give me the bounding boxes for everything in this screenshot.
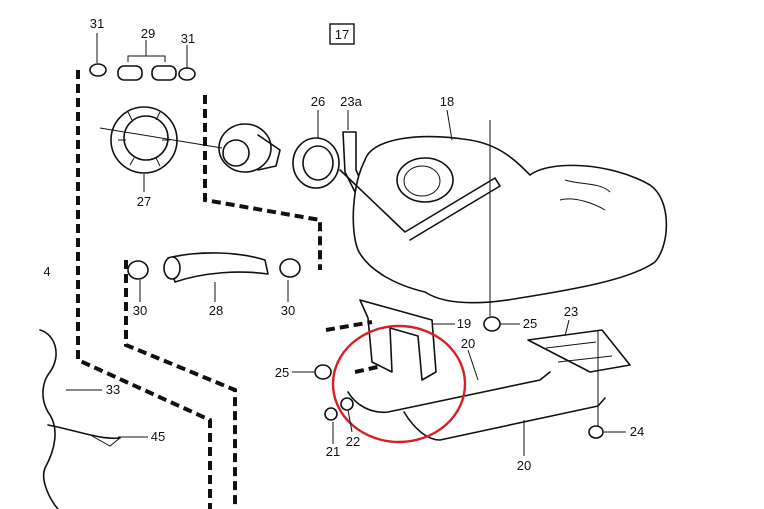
leader-lines [66,33,626,456]
part-label-28: 28 [209,303,223,318]
left-partial-components [39,329,121,509]
part-label-45: 45 [151,429,165,444]
bracket-23 [527,329,631,373]
part-label-19: 19 [457,316,471,331]
part-labels: 31 29 31 26 23a 18 27 4 30 28 30 19 25 2… [43,16,644,473]
seal-ring-26 [292,137,340,189]
part-label-23: 23 [564,304,578,319]
part-label-29: 29 [141,26,155,41]
part-label-27: 27 [137,194,151,209]
fasteners [314,120,604,439]
part-label-26: 26 [311,94,325,109]
part-label-25: 25 [275,365,289,380]
part-label-18: 18 [440,94,454,109]
part-label-30: 30 [281,303,295,318]
dashed-routing-lines [76,70,383,509]
part-label-4: 4 [43,264,50,279]
part-label-31: 31 [181,31,195,46]
group-number-box: 17 [329,23,355,45]
part-label-22: 22 [346,434,360,449]
part-label-31: 31 [90,16,104,31]
group-number: 17 [335,27,349,42]
part-label-24: 24 [630,424,644,439]
lock-ring-27 [110,106,178,174]
highlight-circle [331,324,467,444]
part-label-20: 20 [517,458,531,473]
part-label-30: 30 [133,303,147,318]
strap-bracket-19 [359,299,437,381]
fuel-tank-18 [339,135,668,304]
part-label-20: 20 [461,336,475,351]
tank-strap-20 [347,371,606,441]
fuel-pump-unit [99,123,281,173]
part-label-33: 33 [106,382,120,397]
part-label-21: 21 [326,444,340,459]
hose-28-assembly [127,252,301,283]
hose-29-assembly [89,55,196,81]
part-label-23a: 23a [340,94,362,109]
part-label-25: 25 [523,316,537,331]
